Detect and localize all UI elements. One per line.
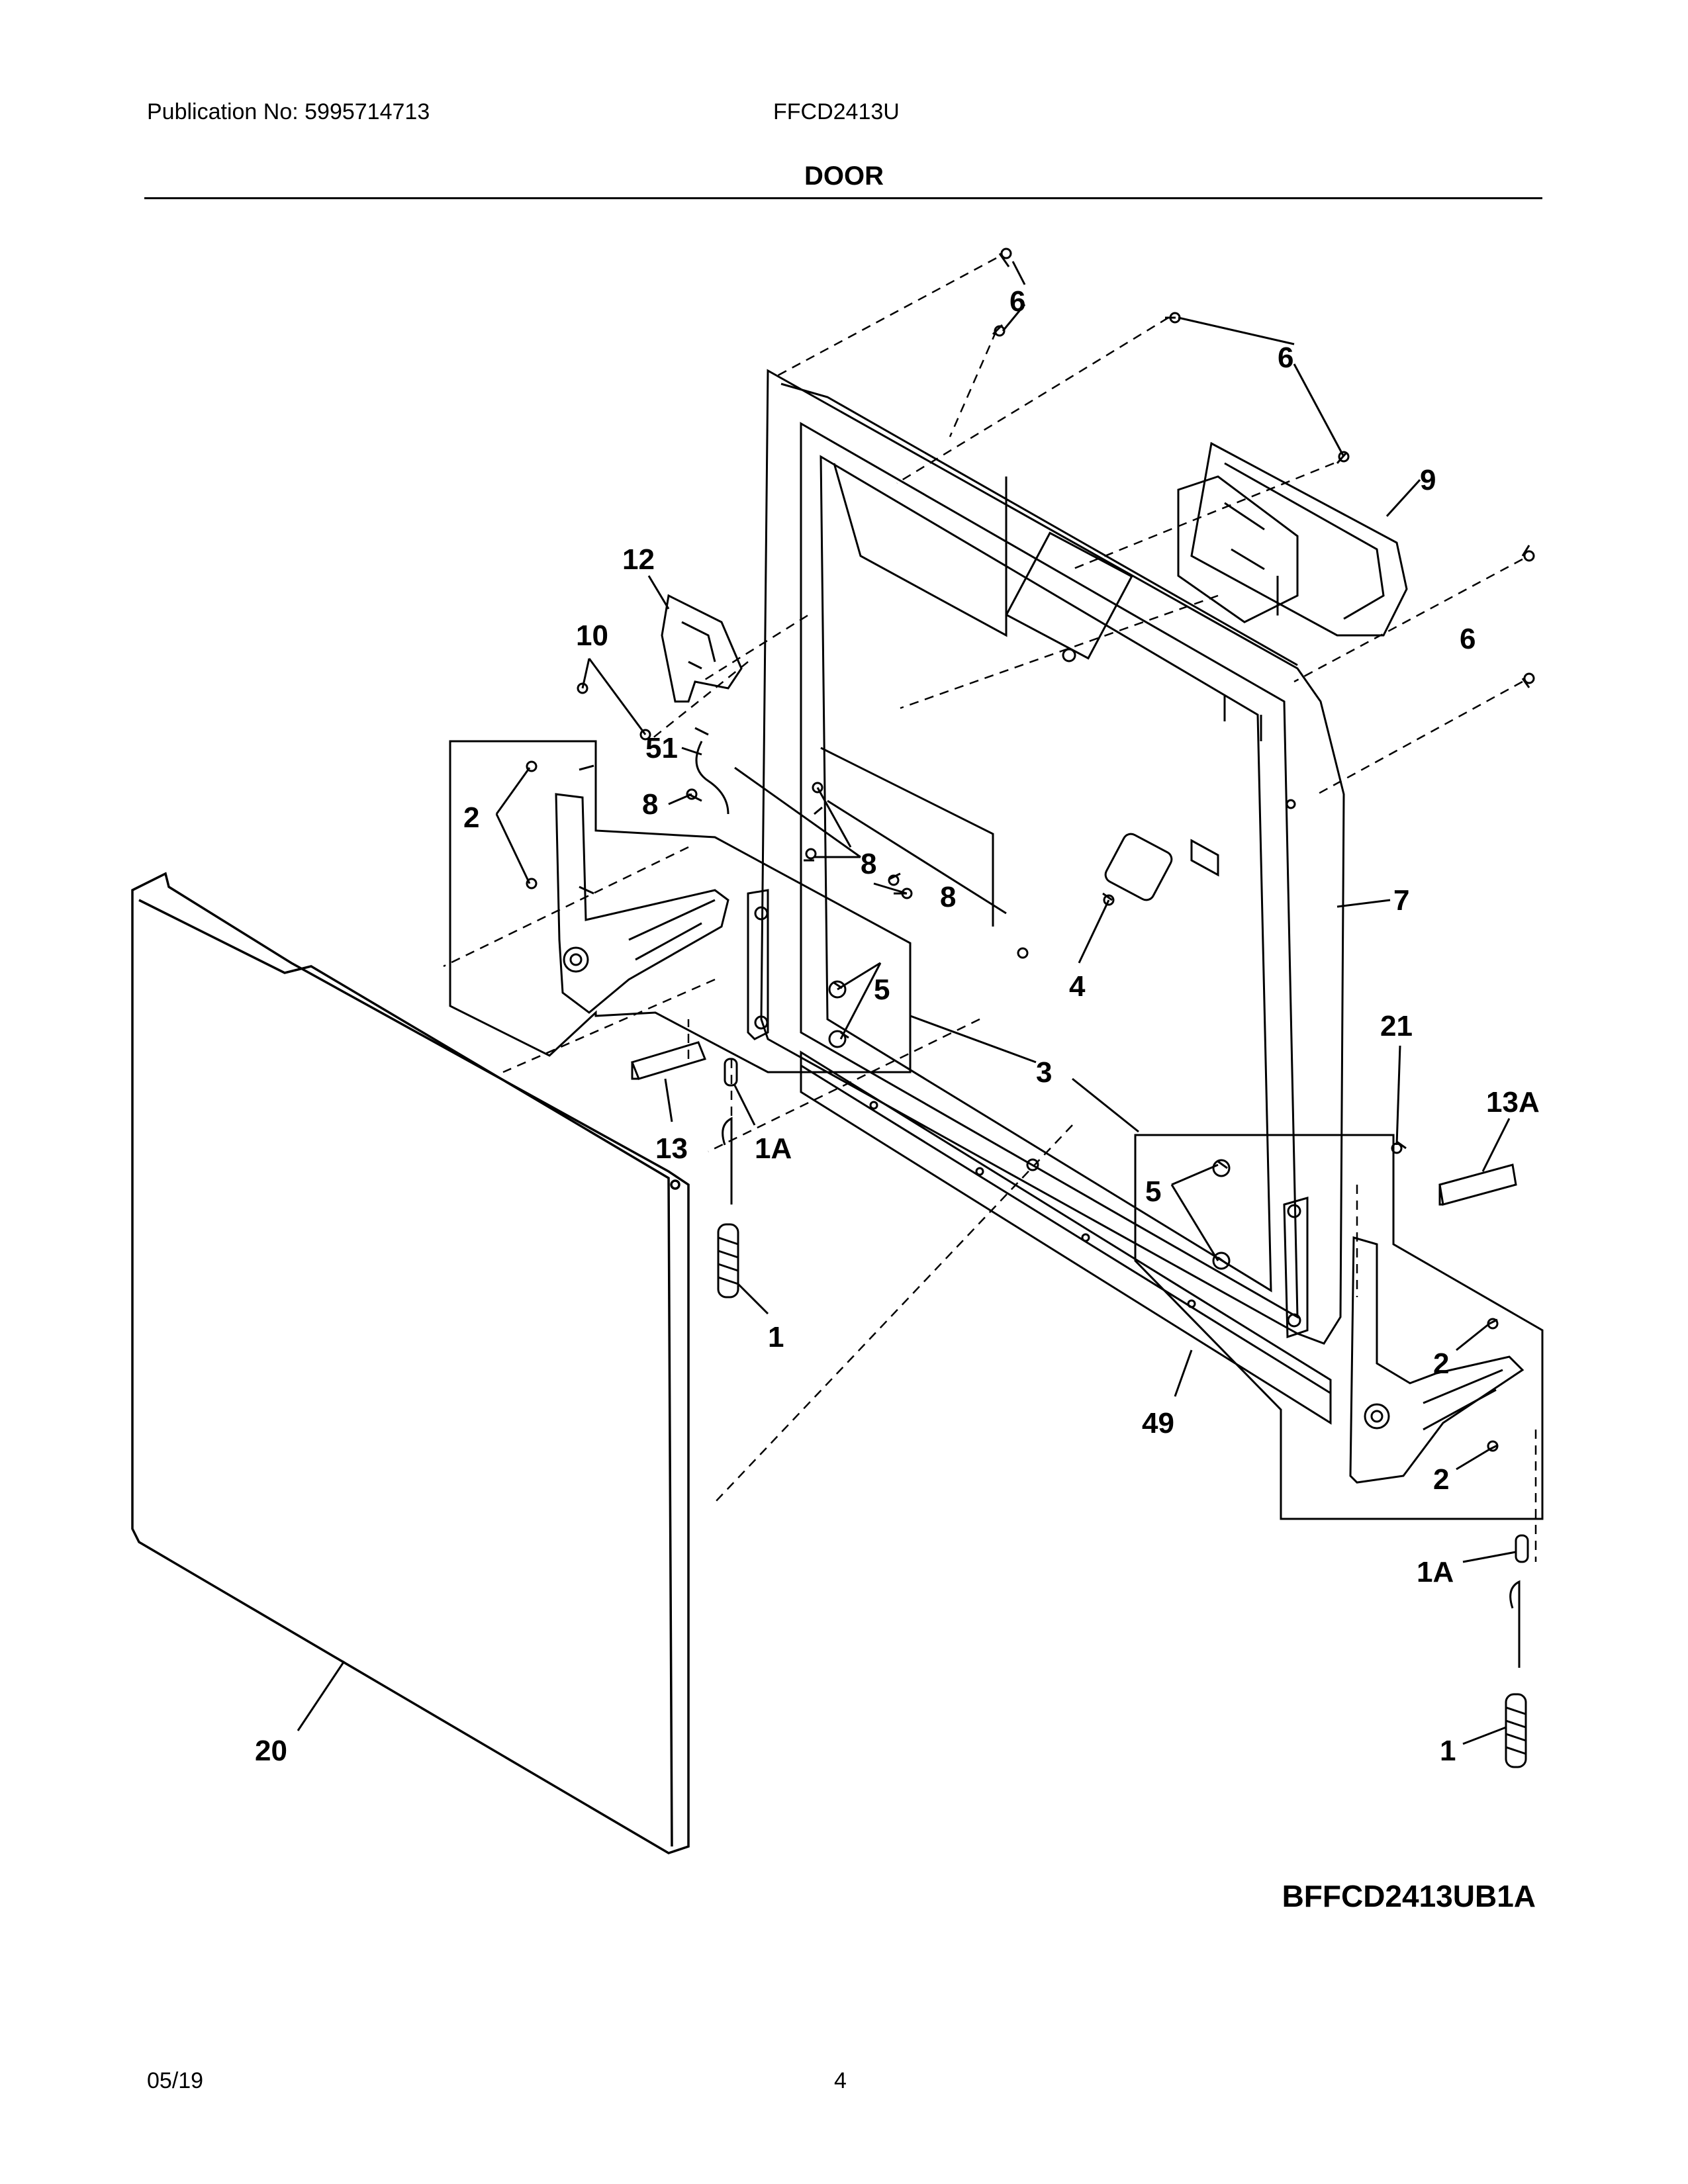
callout-5b: 5 — [1145, 1175, 1161, 1208]
callout-4: 4 — [1069, 970, 1086, 1003]
callout-8b: 8 — [861, 848, 876, 880]
callout-20: 20 — [255, 1735, 287, 1767]
callout-1a: 1 — [768, 1321, 784, 1353]
assembly-lines — [443, 257, 1537, 1562]
right-hinge — [1283, 1197, 1524, 1484]
lower-trim-strip — [800, 1050, 1332, 1425]
callout-6c: 6 — [1460, 623, 1476, 655]
springs-and-clips — [717, 1058, 1529, 1768]
leader-lines — [297, 261, 1517, 1745]
callout-13: 13 — [655, 1132, 688, 1165]
callout-2b: 2 — [1433, 1347, 1449, 1380]
callout-21: 21 — [1380, 1010, 1413, 1042]
callout-1b: 1 — [1440, 1735, 1456, 1767]
callout-10: 10 — [576, 619, 608, 652]
publication-number: Publication No: 5995714713 — [147, 99, 430, 124]
callout-6b: 6 — [1278, 341, 1293, 374]
door-seals — [630, 1041, 1517, 1206]
control-module — [1177, 441, 1408, 637]
left-hinge — [555, 793, 769, 1040]
callout-1a-b: 1A — [1417, 1556, 1454, 1588]
model-number: FFCD2413U — [773, 99, 900, 124]
callout-49: 49 — [1142, 1407, 1174, 1439]
figure-code: BFFCD2413UB1A — [1282, 1879, 1536, 1913]
inner-door-panel — [760, 369, 1345, 1345]
screws — [526, 248, 1535, 1452]
hinge-box-right — [1134, 1134, 1544, 1520]
callout-2a: 2 — [463, 801, 479, 834]
callout-51: 51 — [645, 732, 678, 764]
callout-5a: 5 — [874, 974, 890, 1006]
callout-8c: 8 — [940, 881, 956, 913]
hinge-box-left — [449, 740, 912, 1073]
callout-9: 9 — [1420, 464, 1436, 496]
callout-3: 3 — [1036, 1056, 1052, 1089]
header-rule — [144, 197, 1542, 199]
callout-1a-a: 1A — [755, 1132, 792, 1165]
callout-13a: 13A — [1486, 1086, 1540, 1118]
callout-numbers: 6 6 6 9 12 10 51 2 8 8 8 5 7 4 21 3 13A … — [255, 285, 1540, 1767]
footer-date: 05/19 — [147, 2068, 204, 2093]
outer-door-panel — [131, 872, 690, 1854]
callout-12: 12 — [622, 543, 655, 576]
door-latch — [661, 594, 743, 703]
callout-6a: 6 — [1009, 285, 1025, 318]
callout-8a: 8 — [642, 788, 658, 821]
page-number: 4 — [834, 2068, 847, 2093]
section-title: DOOR — [804, 161, 884, 191]
callout-7: 7 — [1393, 884, 1409, 917]
callout-2c: 2 — [1433, 1463, 1449, 1496]
